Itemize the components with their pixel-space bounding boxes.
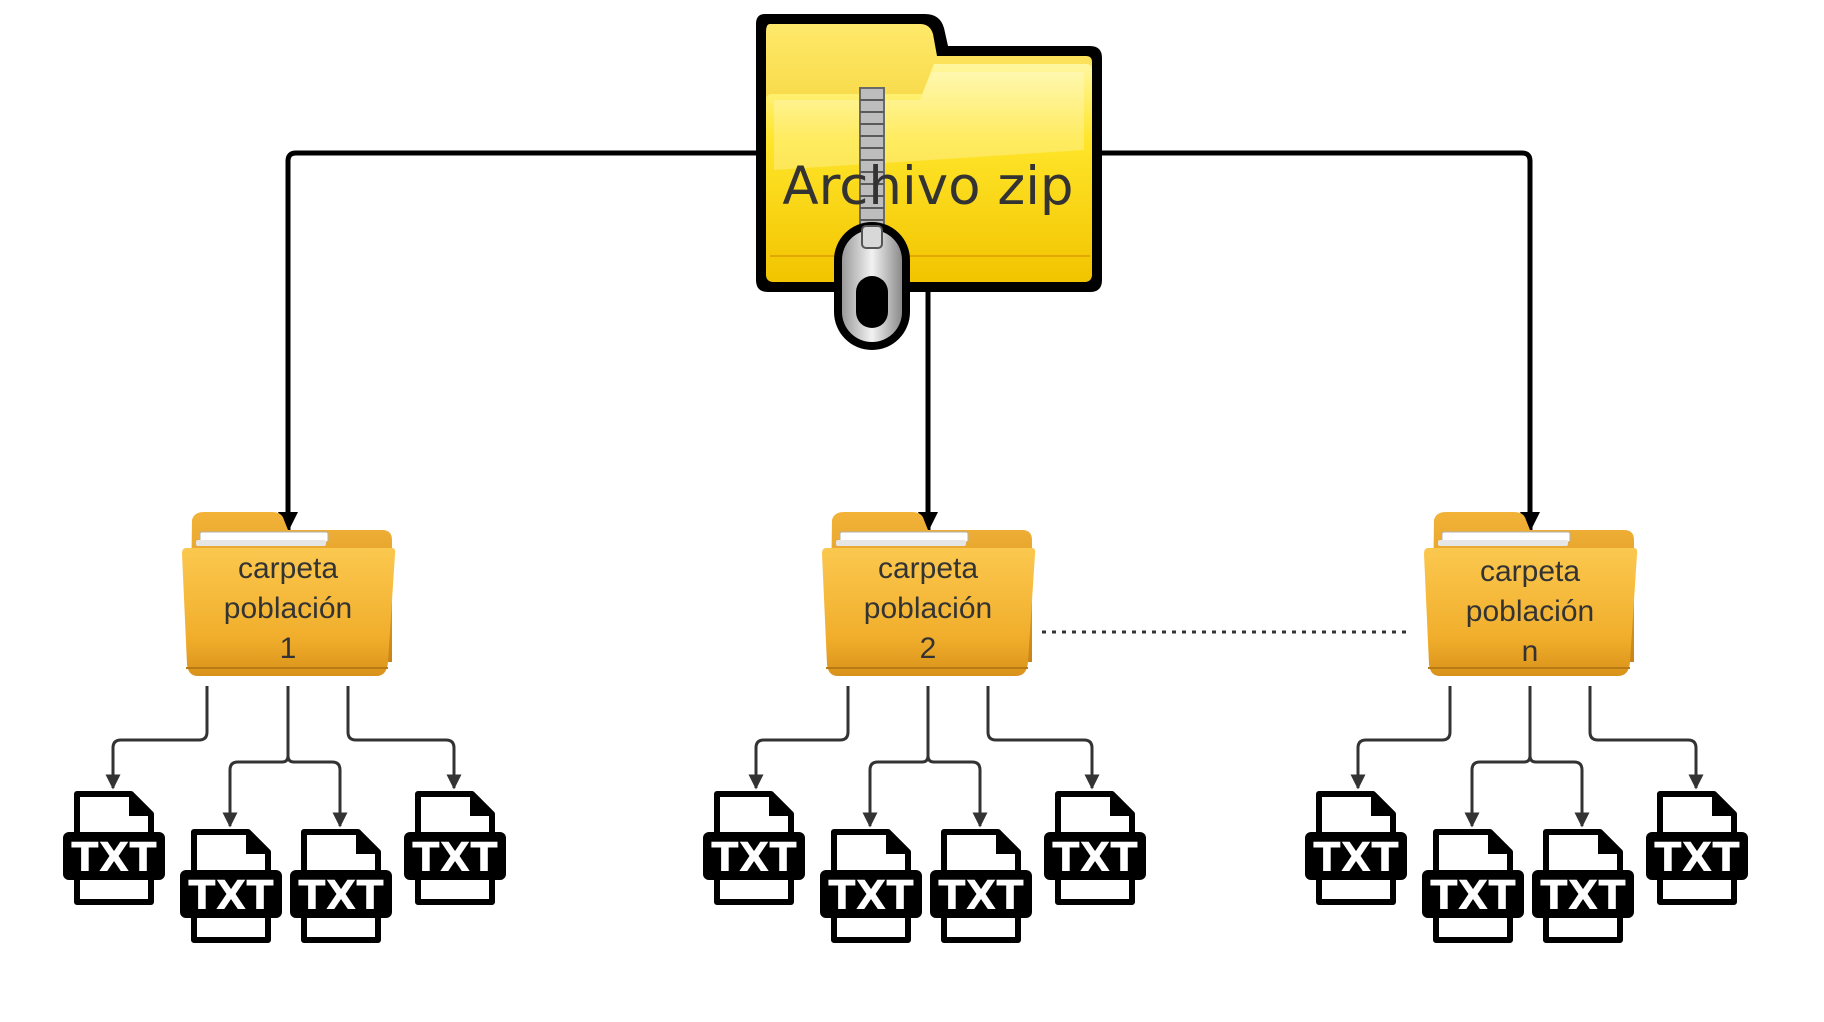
txt-file-icon[interactable]: TXT [820,829,922,943]
folder-2-line-1: carpeta [878,552,978,585]
txt-file-label: TXT [298,873,384,919]
folder-2-line-2: población [864,592,992,625]
txt-files: TXT TXT TXT TXT TXT TXT TXT TXT TXT TXT TXT TXT [63,791,1748,943]
folder-1-line-2: población [224,592,352,625]
txt-file-icon[interactable]: TXT [1044,791,1146,905]
txt-file-label: TXT [711,835,797,881]
main-connectors [278,150,1540,532]
txt-file-icon[interactable]: TXT [1305,791,1407,905]
file-connectors-n [1350,686,1704,828]
zip-title: Archivo zip [782,156,1073,217]
folder-poblacion-2[interactable]: carpeta población 2 [822,512,1036,676]
folder-1-line-1: carpeta [238,552,338,585]
folder-icon [822,512,1036,676]
folder-2-line-3: 2 [920,632,937,665]
txt-file-label: TXT [1430,873,1516,919]
txt-file-icon[interactable]: TXT [180,829,282,943]
connector-zip-to-folder-n [1096,150,1540,532]
connector-zip-to-folder-1 [278,150,760,532]
file-connectors-1 [105,686,462,828]
txt-file-label: TXT [828,873,914,919]
txt-file-label: TXT [1654,835,1740,881]
folder-1-line-3: 1 [280,632,297,665]
txt-file-icon[interactable]: TXT [1532,829,1634,943]
txt-file-label: TXT [71,835,157,881]
txt-file-label: TXT [412,835,498,881]
folder-icon [1424,512,1638,676]
txt-file-label: TXT [1540,873,1626,919]
txt-file-label: TXT [1052,835,1138,881]
file-connectors-2 [748,686,1100,828]
txt-file-icon[interactable]: TXT [703,791,805,905]
folder-poblacion-n[interactable]: carpeta población n [1424,512,1638,676]
txt-file-icon[interactable]: TXT [1646,791,1748,905]
txt-file-label: TXT [188,873,274,919]
txt-file-icon[interactable]: TXT [63,791,165,905]
folder-icon [182,512,396,676]
zip-folder-icon[interactable]: Archivo zip [756,14,1102,350]
txt-file-icon[interactable]: TXT [290,829,392,943]
txt-file-label: TXT [938,873,1024,919]
txt-file-icon[interactable]: TXT [404,791,506,905]
txt-file-icon[interactable]: TXT [1422,829,1524,943]
txt-file-label: TXT [1313,835,1399,881]
folder-n-line-1: carpeta [1480,555,1580,588]
folder-n-line-2: población [1466,595,1594,628]
folder-poblacion-1[interactable]: carpeta población 1 [182,512,396,676]
txt-file-icon[interactable]: TXT [930,829,1032,943]
folder-n-line-3: n [1522,635,1539,668]
